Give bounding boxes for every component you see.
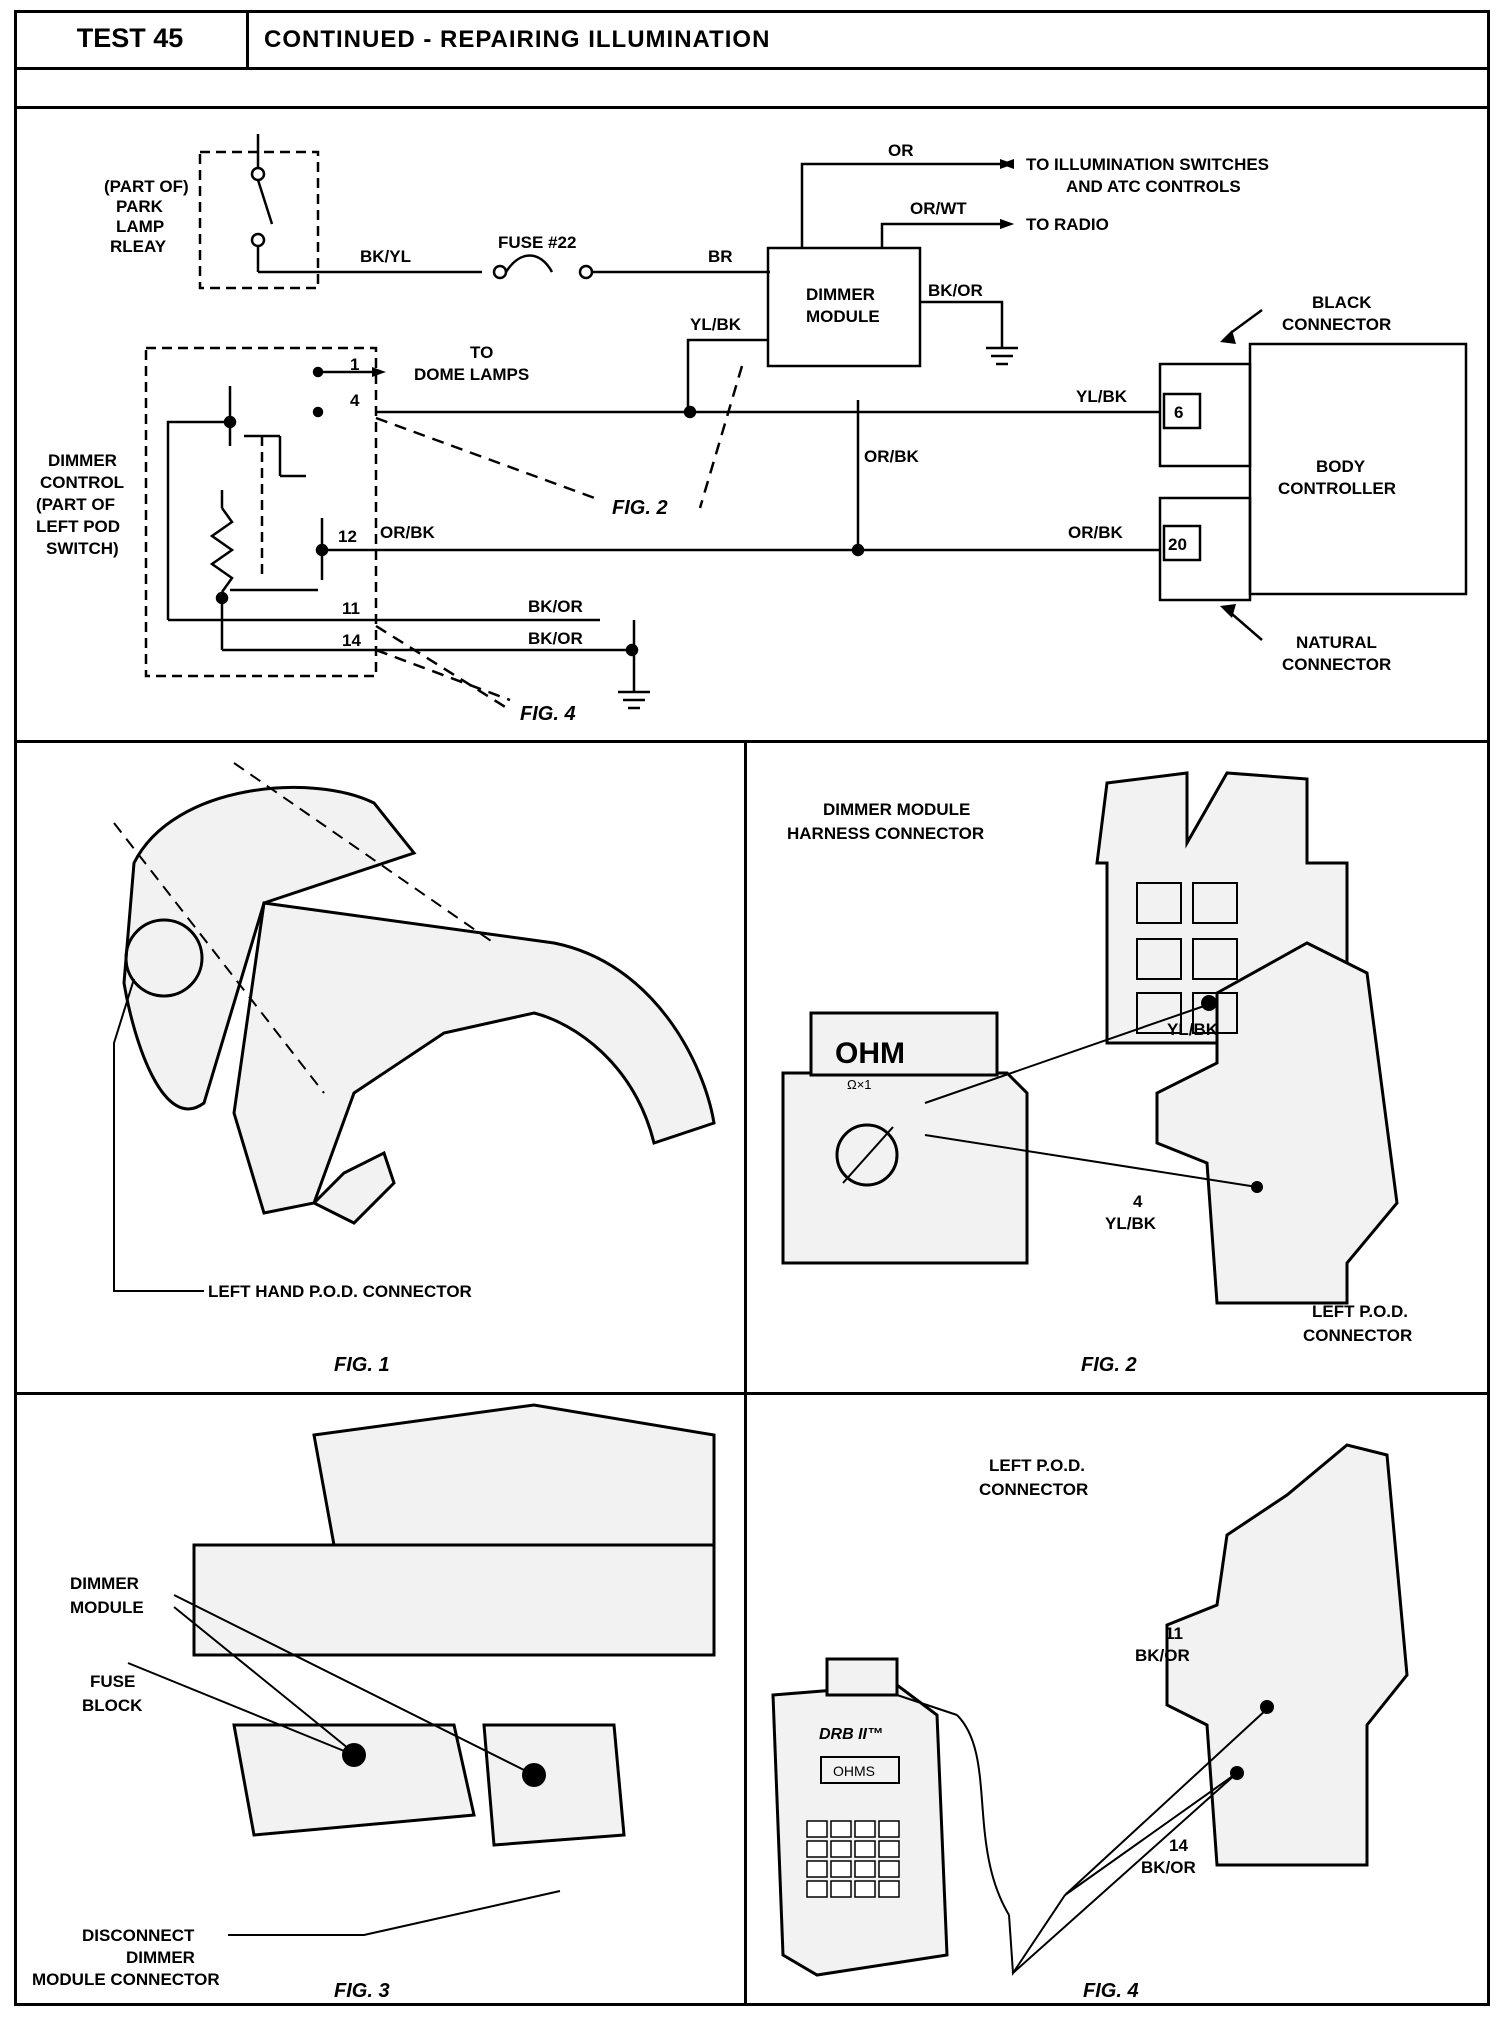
pin-label: 14: [1169, 1836, 1188, 1855]
fig1-caption: FIG. 1: [334, 1354, 390, 1376]
wiring-schematic: (PART OF) PARK LAMP RLEAY BK/YL FUSE #22…: [36, 134, 1468, 725]
wire-label: BK/OR: [928, 281, 983, 300]
pod-label: LEFT P.O.D.: [1312, 1302, 1408, 1321]
pin-label: 4: [350, 391, 360, 410]
meter-display: OHM: [835, 1037, 905, 1070]
park-relay-label: (PART OF): [104, 177, 189, 196]
connector-label: CONNECTOR: [1282, 315, 1391, 334]
page-frame: [14, 10, 1490, 2006]
dimmer-control-label: (PART OF: [36, 495, 115, 514]
fig3-illustration: DIMMER MODULE FUSE BLOCK DISCONNECT DIMM…: [32, 1403, 716, 2002]
wire-label: OR/BK: [864, 447, 920, 466]
pin-label: BK/OR: [1135, 1646, 1190, 1665]
wire-label: BK/OR: [528, 629, 583, 648]
destination-label: TO: [470, 343, 493, 362]
connector-label: NATURAL: [1296, 633, 1377, 652]
disconnect-label: DISCONNECT: [82, 1926, 195, 1945]
wire-label: OR/BK: [1068, 523, 1124, 542]
dimmer-control-label: CONTROL: [40, 473, 124, 492]
fig-ref: FIG. 4: [520, 703, 576, 725]
destination-label: DOME LAMPS: [414, 365, 529, 384]
fuse-label: FUSE #22: [498, 233, 576, 252]
wire-label: YL/BK: [1167, 1020, 1219, 1039]
connector-label: CONNECTOR: [1282, 655, 1391, 674]
dimmer-label: DIMMER: [70, 1574, 139, 1593]
pin-label: BK/OR: [1141, 1858, 1196, 1877]
pin-label: YL/BK: [1105, 1214, 1157, 1233]
pin-label: 12: [338, 527, 357, 546]
destination-label: TO RADIO: [1026, 215, 1109, 234]
destination-label: AND ATC CONTROLS: [1066, 177, 1241, 196]
tool-display: OHMS: [833, 1763, 875, 1779]
wire-label: OR/WT: [910, 199, 967, 218]
fig2-caption: FIG. 2: [1081, 1354, 1137, 1376]
test-number: TEST 45: [14, 10, 249, 67]
tool-name: DRB II™: [819, 1726, 883, 1743]
fig1-label: LEFT HAND P.O.D. CONNECTOR: [208, 1282, 472, 1301]
dimmer-module-label: MODULE: [806, 307, 880, 326]
park-relay-label: LAMP: [116, 217, 164, 236]
fig-ref: FIG. 2: [612, 497, 668, 519]
pin-label: 20: [1168, 535, 1187, 554]
wire-label: OR: [888, 141, 914, 160]
connector-label: BLACK: [1312, 293, 1372, 312]
dimmer-control-label: DIMMER: [48, 451, 117, 470]
fig3-caption: FIG. 3: [334, 1980, 390, 2002]
fig4-caption: FIG. 4: [1083, 1980, 1139, 2002]
wire-label: BR: [708, 247, 733, 266]
divider: [744, 740, 747, 2006]
disconnect-label: MODULE CONNECTOR: [32, 1970, 220, 1989]
meter-range: Ω×1: [847, 1077, 872, 1092]
fuse-block-label: FUSE: [90, 1672, 135, 1691]
body-controller-label: BODY: [1316, 457, 1366, 476]
pod-label: CONNECTOR: [1303, 1326, 1412, 1345]
dimmer-control-label: SWITCH): [46, 539, 119, 558]
disconnect-label: DIMMER: [126, 1948, 195, 1967]
wire-label: BK/OR: [528, 597, 583, 616]
body-controller-label: CONTROLLER: [1278, 479, 1396, 498]
dimmer-module-label: DIMMER: [806, 285, 875, 304]
harness-label: HARNESS CONNECTOR: [787, 824, 984, 843]
divider: [14, 1392, 1490, 1395]
fuse-block-label: BLOCK: [82, 1696, 143, 1715]
dimmer-label: MODULE: [70, 1598, 144, 1617]
pin-label: 6: [1174, 403, 1183, 422]
wire-label: BK/YL: [360, 247, 411, 266]
wire-label: YL/BK: [1076, 387, 1128, 406]
divider: [14, 106, 1490, 109]
pin-label: 11: [1165, 1624, 1183, 1643]
pin-label: 11: [342, 599, 360, 618]
destination-label: TO ILLUMINATION SWITCHES: [1026, 155, 1269, 174]
park-relay-label: PARK: [116, 197, 164, 216]
pin-label: 4: [1133, 1192, 1143, 1211]
wire-label: YL/BK: [690, 315, 742, 334]
divider: [14, 740, 1490, 743]
fig2-illustration: OHM Ω×1 DIMMER MODULE HARNESS CONNECTOR …: [781, 771, 1412, 1376]
park-relay-label: RLEAY: [110, 237, 167, 256]
harness-label: DIMMER MODULE: [823, 800, 970, 819]
page-title: CONTINUED - REPAIRING ILLUMINATION: [264, 26, 771, 53]
fig4-illustration: DRB II™ OHMS LEFT P.O.D. CONNECTOR 11 BK…: [771, 1443, 1409, 2002]
header-bar: TEST 45 CONTINUED - REPAIRING ILLUMINATI…: [14, 10, 1490, 70]
pod-label: CONNECTOR: [979, 1480, 1088, 1499]
dimmer-control-label: LEFT POD: [36, 517, 120, 536]
wire-label: OR/BK: [380, 523, 436, 542]
fig1-illustration: LEFT HAND P.O.D. CONNECTOR FIG. 1: [113, 762, 716, 1376]
pin-label: 14: [342, 631, 361, 650]
pod-label: LEFT P.O.D.: [989, 1456, 1085, 1475]
pin-label: 1: [350, 355, 359, 374]
